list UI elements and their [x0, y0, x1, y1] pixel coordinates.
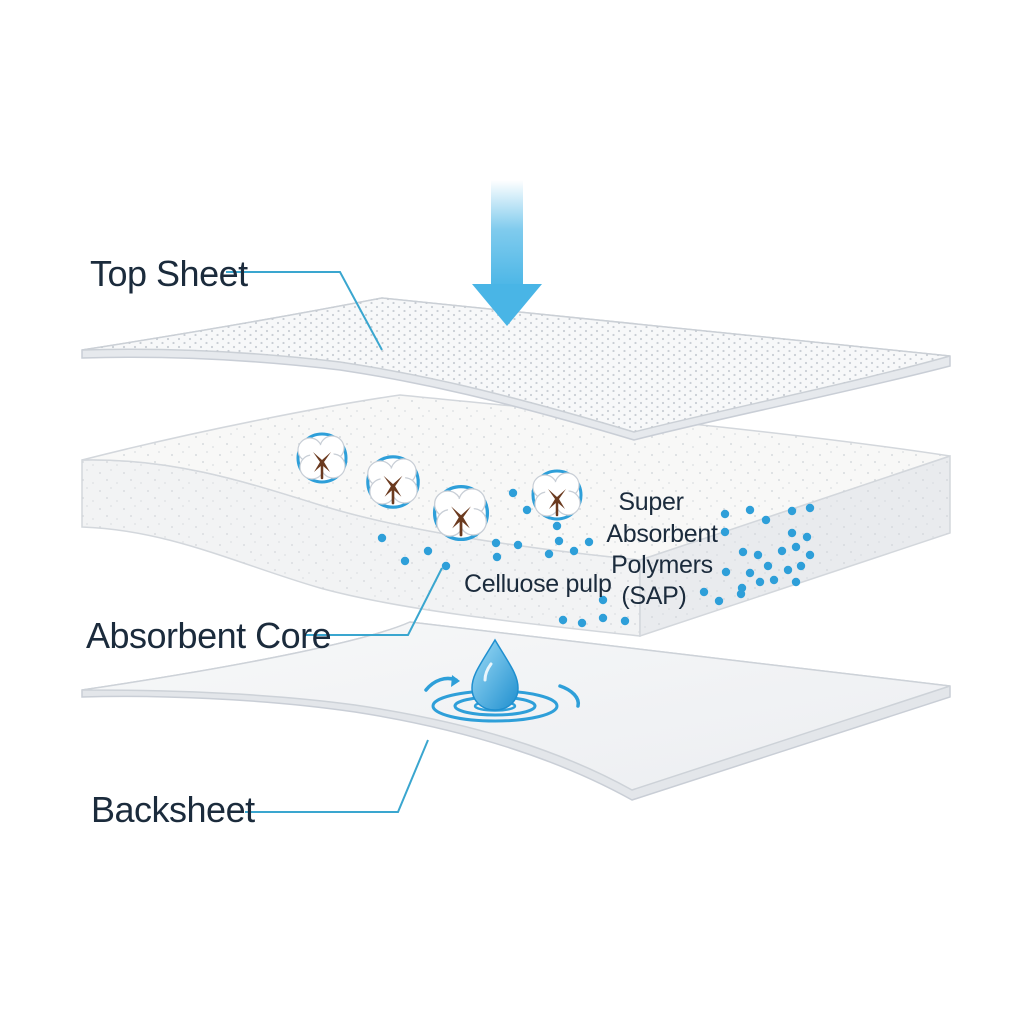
- backsheet-leader: [245, 739, 429, 813]
- top-sheet-perforations: [82, 298, 950, 432]
- sap-particle: [584, 537, 594, 547]
- sap-particle: [569, 546, 579, 556]
- sap-label-line-1: Super: [618, 488, 683, 516]
- sap-particle: [508, 488, 518, 498]
- absorbent-core-label: Absorbent Core: [86, 615, 331, 656]
- sap-particle: [423, 546, 433, 556]
- sap-label-line-2: Absorbent: [606, 520, 718, 548]
- sap-particle: [777, 546, 787, 556]
- sap-particle: [441, 561, 451, 571]
- sap-particle: [554, 536, 564, 546]
- sap-particle: [558, 615, 568, 625]
- cotton-boll-icon: [432, 484, 490, 542]
- sap-label-line-4: (SAP): [621, 582, 686, 610]
- sap-particle: [787, 528, 797, 538]
- water-drop-icon: [431, 638, 559, 723]
- sap-particle: [491, 538, 501, 548]
- top-sheet-label: Top Sheet: [90, 253, 248, 294]
- sap-particle: [598, 613, 608, 623]
- sap-particles: [377, 488, 815, 628]
- sap-particle: [699, 587, 709, 597]
- backsheet-label: Backsheet: [91, 789, 255, 830]
- sap-particle: [492, 552, 502, 562]
- sap-particle: [714, 596, 724, 606]
- sap-particle: [763, 561, 773, 571]
- cellulose-pulp-label: Celluose pulp: [464, 570, 612, 598]
- sap-particle: [755, 577, 765, 587]
- cotton-boll-icon: [531, 469, 583, 521]
- sap-particle: [805, 550, 815, 560]
- cotton-boll-icon: [366, 455, 420, 509]
- sap-particle: [552, 521, 562, 531]
- sap-particle: [791, 542, 801, 552]
- sap-particle: [796, 561, 806, 571]
- sap-particle: [745, 505, 755, 515]
- sap-particle: [720, 509, 730, 519]
- sap-particle: [721, 567, 731, 577]
- cellulose-pulp-icons: [296, 432, 583, 542]
- sap-particle: [761, 515, 771, 525]
- sap-particle: [513, 540, 523, 550]
- sap-particle: [802, 532, 812, 542]
- sap-particle: [769, 575, 779, 585]
- cotton-boll-icon: [296, 432, 348, 484]
- sap-particle: [400, 556, 410, 566]
- sap-particle: [738, 547, 748, 557]
- sap-particle: [522, 505, 532, 515]
- sap-particle: [577, 618, 587, 628]
- absorbent-core-leader: [305, 567, 443, 636]
- sap-particle: [783, 565, 793, 575]
- sap-particle: [736, 589, 746, 599]
- ripple-icon: [424, 675, 581, 708]
- top-sheet-layer: [81, 297, 951, 441]
- absorbent-core-layer: [81, 394, 951, 638]
- sap-particle: [791, 577, 801, 587]
- sap-particle: [377, 533, 387, 543]
- sap-particle: [753, 550, 763, 560]
- sap-particle: [620, 616, 630, 626]
- sap-particle: [745, 568, 755, 578]
- sap-particle: [805, 503, 815, 513]
- top-sheet-leader: [226, 271, 383, 351]
- down-arrow-icon: [472, 180, 542, 326]
- sap-label-line-3: Polymers: [611, 551, 713, 579]
- sap-particle: [787, 506, 797, 516]
- sap-particle: [720, 527, 730, 537]
- sap-particle: [598, 595, 608, 605]
- sap-particle: [544, 549, 554, 559]
